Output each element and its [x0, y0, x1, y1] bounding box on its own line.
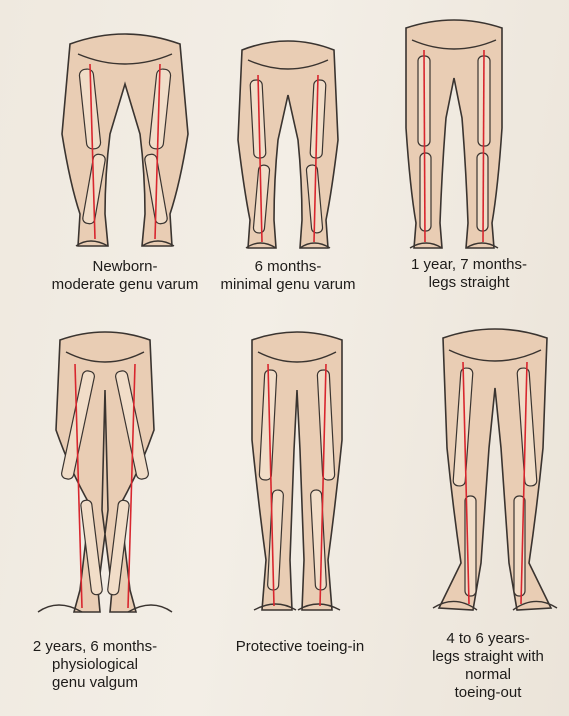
caption-two-years-six-months: 2 years, 6 months- physiological genu va…	[10, 638, 180, 692]
figure-four-to-six-years	[425, 318, 565, 618]
caption-line: physiological	[10, 656, 180, 674]
caption-line: 2 years, 6 months-	[10, 638, 180, 656]
legs-illustration-four-to-six-years	[425, 318, 565, 618]
caption-line: minimal genu varum	[198, 276, 378, 294]
figure-one-year-seven-months	[394, 8, 514, 254]
figure-six-months	[228, 20, 348, 255]
caption-line: 6 months-	[198, 258, 378, 276]
caption-protective-toeing-in: Protective toeing-in	[210, 638, 390, 656]
caption-line: legs straight with	[410, 648, 566, 666]
legs-illustration-protective-toeing-in	[232, 320, 362, 620]
figure-newborn	[50, 14, 200, 254]
caption-six-months: 6 months- minimal genu varum	[198, 258, 378, 294]
caption-line: genu valgum	[10, 674, 180, 692]
caption-line: moderate genu varum	[30, 276, 220, 294]
legs-illustration-one-year-seven-months	[394, 8, 514, 254]
caption-line: legs straight	[384, 274, 554, 292]
caption-line: normal	[410, 666, 566, 684]
legs-illustration-two-years-six-months	[30, 320, 180, 620]
figure-two-years-six-months	[30, 320, 180, 620]
figure-protective-toeing-in	[232, 320, 362, 620]
caption-line: 1 year, 7 months-	[384, 256, 554, 274]
caption-line: Newborn-	[30, 258, 220, 276]
caption-four-to-six-years: 4 to 6 years- legs straight with normal …	[410, 630, 566, 702]
caption-line: Protective toeing-in	[210, 638, 390, 656]
caption-one-year-seven-months: 1 year, 7 months- legs straight	[384, 256, 554, 292]
caption-newborn: Newborn- moderate genu varum	[30, 258, 220, 294]
caption-line: toeing-out	[410, 684, 566, 702]
caption-line: 4 to 6 years-	[410, 630, 566, 648]
legs-illustration-six-months	[228, 20, 348, 255]
legs-illustration-newborn	[50, 14, 200, 254]
